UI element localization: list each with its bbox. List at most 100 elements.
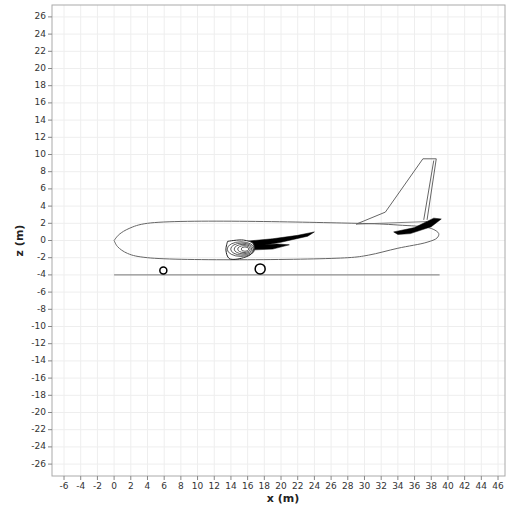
x-tick-label: 22 [292, 482, 303, 491]
tick-mark [414, 476, 415, 480]
nose-gear [160, 267, 167, 274]
tick-mark [247, 476, 248, 480]
z-tick-label: -26 [31, 460, 46, 469]
grid-line [52, 223, 505, 224]
grid-line [52, 274, 505, 275]
tick-mark [297, 476, 298, 480]
main-gear [255, 264, 265, 274]
grid-line [52, 137, 505, 138]
grid-line [52, 378, 505, 379]
tick-mark [431, 476, 432, 480]
grid-line [52, 34, 505, 35]
x-tick-label: 46 [492, 482, 503, 491]
grid [52, 5, 505, 476]
x-tick-label: -2 [93, 482, 102, 491]
tick-mark [48, 68, 52, 69]
z-tick-label: -20 [31, 408, 46, 417]
tick-mark [314, 476, 315, 480]
tick-mark [80, 476, 81, 480]
z-tick-label: -8 [37, 305, 46, 314]
x-tick-label: 32 [375, 482, 386, 491]
tick-mark [48, 343, 52, 344]
grid-line [52, 171, 505, 172]
z-tick-label: 22 [35, 47, 46, 56]
fuselage [114, 221, 439, 260]
x-tick-label: -6 [60, 482, 69, 491]
z-tick-label: 16 [35, 98, 46, 107]
x-tick-label: 8 [178, 482, 184, 491]
z-tick-label: 20 [35, 64, 46, 73]
axis-title: z (m) [15, 224, 26, 256]
engine-ring [241, 247, 249, 251]
x-tick-label: 40 [442, 482, 453, 491]
tick-mark [48, 274, 52, 275]
z-tick-label: 6 [40, 184, 46, 193]
tick-mark [48, 309, 52, 310]
tick-mark [48, 85, 52, 86]
x-tick-label: -4 [76, 482, 85, 491]
plot-frame [52, 5, 505, 476]
tick-mark [381, 476, 382, 480]
tick-mark [481, 476, 482, 480]
z-tick-label: -16 [31, 374, 46, 383]
plot-area [52, 5, 505, 476]
z-tick-label: -4 [37, 270, 46, 279]
grid-line [52, 464, 505, 465]
vertical-tail [356, 159, 436, 224]
grid-line [52, 188, 505, 189]
tick-mark [214, 476, 215, 480]
tail-root [356, 222, 427, 225]
grid-line [52, 68, 505, 69]
tick-mark [364, 476, 365, 480]
tick-mark [48, 188, 52, 189]
x-tick-label: 0 [111, 482, 117, 491]
z-tick-label: 18 [35, 81, 46, 90]
grid-line [52, 446, 505, 447]
tick-mark [48, 326, 52, 327]
tick-mark [114, 476, 115, 480]
grid-line [52, 360, 505, 361]
axis-title: x (m) [267, 493, 299, 504]
tick-mark [48, 292, 52, 293]
tick-mark [48, 120, 52, 121]
x-tick-label: 38 [426, 482, 437, 491]
tick-mark [48, 171, 52, 172]
x-tick-label: 36 [409, 482, 420, 491]
grid-line [52, 85, 505, 86]
z-tick-label: 10 [35, 150, 46, 159]
z-tick-label: 4 [40, 202, 46, 211]
grid-line [52, 206, 505, 207]
x-tick-label: 34 [392, 482, 403, 491]
tick-mark [64, 476, 65, 480]
z-tick-label: -2 [37, 253, 46, 262]
tick-mark [130, 476, 131, 480]
tick-mark [48, 16, 52, 17]
z-tick-label: 26 [35, 12, 46, 21]
z-tick-label: -24 [31, 442, 46, 451]
tick-mark [164, 476, 165, 480]
z-tick-label: 12 [35, 133, 46, 142]
grid-line [52, 154, 505, 155]
z-tick-label: -18 [31, 391, 46, 400]
tick-mark [48, 223, 52, 224]
x-tick-label: 42 [459, 482, 470, 491]
x-tick-label: 6 [161, 482, 167, 491]
x-tick-label: 26 [325, 482, 336, 491]
x-tick-label: 20 [275, 482, 286, 491]
x-tick-label: 44 [476, 482, 487, 491]
grid-line [52, 326, 505, 327]
grid-line [52, 429, 505, 430]
tick-mark [48, 51, 52, 52]
tick-mark [447, 476, 448, 480]
z-tick-label: 14 [35, 116, 46, 125]
z-tick-label: -12 [31, 339, 46, 348]
airplane [114, 159, 441, 275]
x-tick-label: 16 [242, 482, 253, 491]
tick-mark [230, 476, 231, 480]
x-tick-label: 30 [359, 482, 370, 491]
grid-line [52, 120, 505, 121]
horizontal-stabilizer [394, 218, 442, 234]
grid-line [52, 102, 505, 103]
